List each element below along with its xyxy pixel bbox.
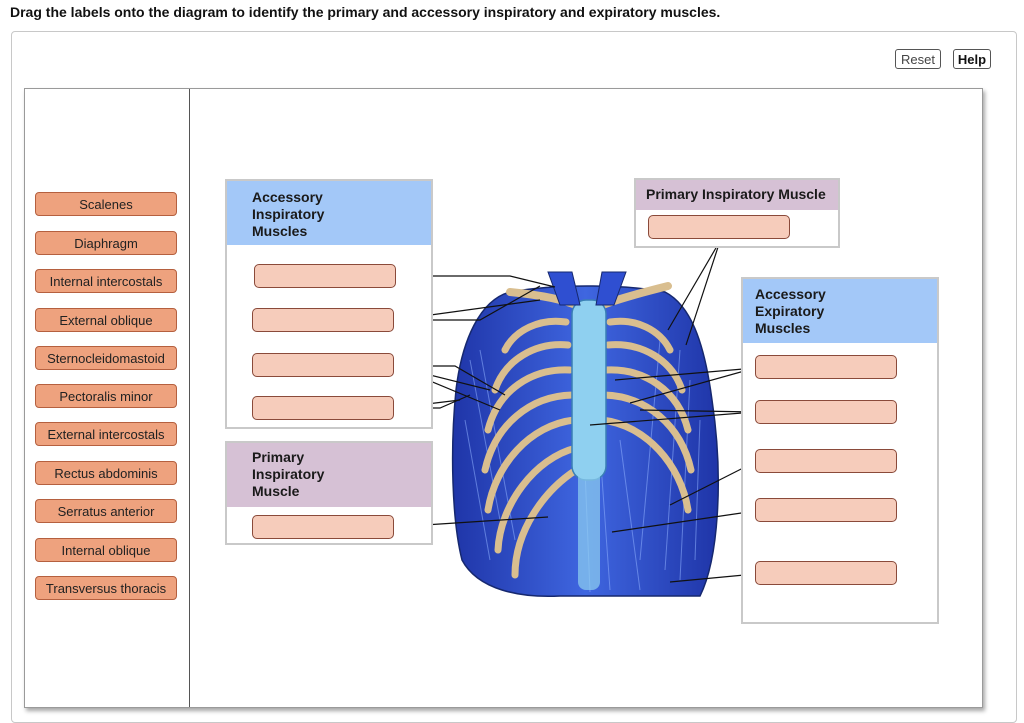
label-sternocleidomastoid[interactable]: Sternocleidomastoid	[35, 346, 177, 370]
drop-target-accessory-expiratory-4[interactable]	[755, 498, 897, 522]
drop-target-primary-inspiratory-lower[interactable]	[252, 515, 394, 539]
drop-target-accessory-expiratory-1[interactable]	[755, 355, 897, 379]
accessory-inspiratory-header: Accessory Inspiratory Muscles	[227, 181, 431, 245]
label-scalenes[interactable]: Scalenes	[35, 192, 177, 216]
primary-inspiratory-header-lower: Primary Inspiratory Muscle	[227, 443, 431, 507]
drop-target-accessory-expiratory-3[interactable]	[755, 449, 897, 473]
label-serratus-anterior[interactable]: Serratus anterior	[35, 499, 177, 523]
label-rectus-abdominis[interactable]: Rectus abdominis	[35, 461, 177, 485]
drop-target-primary-inspiratory-upper[interactable]	[648, 215, 790, 239]
instruction-text: Drag the labels onto the diagram to iden…	[10, 4, 721, 20]
label-diaphragm[interactable]: Diaphragm	[35, 231, 177, 255]
drop-target-accessory-expiratory-2[interactable]	[755, 400, 897, 424]
label-external-oblique[interactable]: External oblique	[35, 308, 177, 332]
label-internal-intercostals[interactable]: Internal intercostals	[35, 269, 177, 293]
primary-inspiratory-group-lower: Primary Inspiratory Muscle	[225, 441, 433, 545]
accessory-inspiratory-group: Accessory Inspiratory Muscles	[225, 179, 433, 429]
drop-target-accessory-inspiratory-3[interactable]	[252, 353, 394, 377]
label-bank: Scalenes Diaphragm Internal intercostals…	[25, 89, 190, 707]
reset-button[interactable]: Reset	[895, 49, 941, 69]
label-pectoralis-minor[interactable]: Pectoralis minor	[35, 384, 177, 408]
help-button[interactable]: Help	[953, 49, 991, 69]
drop-target-accessory-expiratory-5[interactable]	[755, 561, 897, 585]
accessory-expiratory-header: Accessory Expiratory Muscles	[743, 279, 937, 343]
drop-target-accessory-inspiratory-2[interactable]	[252, 308, 394, 332]
label-external-intercostals[interactable]: External intercostals	[35, 422, 177, 446]
label-transversus-thoracis[interactable]: Transversus thoracis	[35, 576, 177, 600]
primary-inspiratory-header-upper: Primary Inspiratory Muscle	[636, 180, 838, 210]
label-internal-oblique[interactable]: Internal oblique	[35, 538, 177, 562]
drop-target-accessory-inspiratory-4[interactable]	[252, 396, 394, 420]
drop-target-accessory-inspiratory-1[interactable]	[254, 264, 396, 288]
